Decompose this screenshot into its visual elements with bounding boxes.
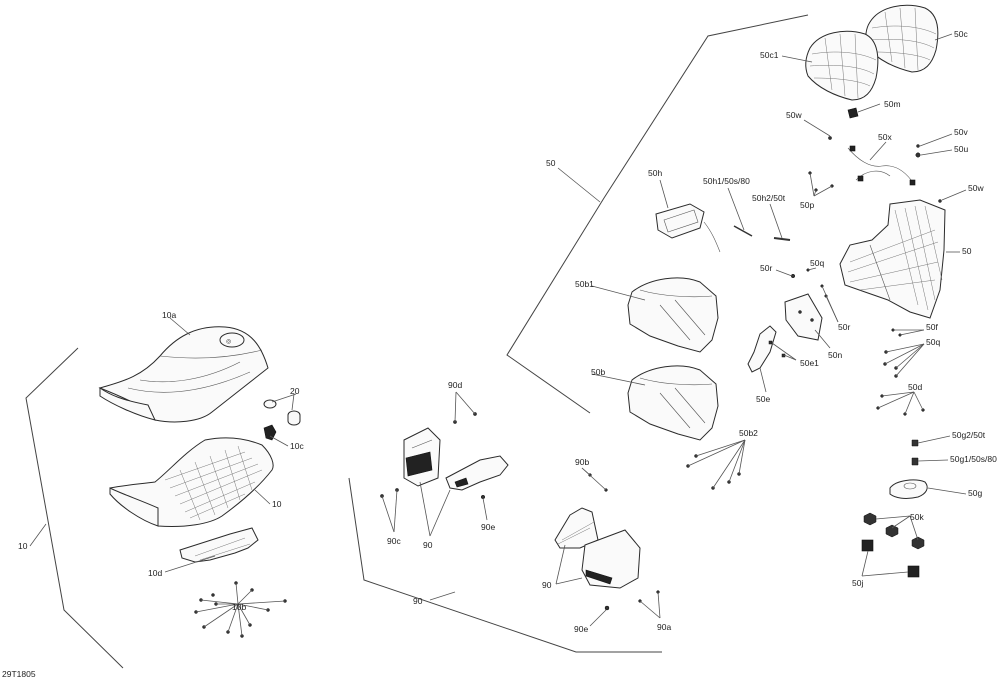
callout-50w-top: 50w	[786, 110, 802, 120]
callout-90c: 90c	[387, 536, 401, 546]
callout-50p: 50p	[800, 200, 814, 210]
hinge-50e	[747, 325, 786, 373]
callout-50q-top: 50q	[810, 258, 824, 268]
latch-10c	[263, 424, 277, 441]
callout-50b1: 50b1	[575, 279, 594, 289]
callout-50g2: 50g2/50t	[952, 430, 986, 440]
callout-50e: 50e	[756, 394, 770, 404]
callout-50m: 50m	[884, 99, 901, 109]
drawing-id: 29T1805	[2, 669, 36, 679]
clip-50m	[847, 107, 859, 119]
handle-90-top	[445, 455, 509, 491]
clips-50j	[861, 539, 920, 578]
cushion-50b1	[627, 277, 719, 353]
callout-50j: 50j	[852, 578, 863, 588]
callout-50n: 50n	[828, 350, 842, 360]
heat-shield-10d	[179, 527, 259, 563]
callout-50r-mid: 50r	[838, 322, 850, 332]
callout-50r-top: 50r	[760, 263, 772, 273]
callout-50e1: 50e1	[800, 358, 819, 368]
callout-20: 20	[290, 386, 300, 396]
callout-10: 10	[272, 499, 282, 509]
seat-frame-50	[839, 199, 946, 319]
callout-90e-bottom: 90e	[574, 624, 588, 634]
callout-50c1: 50c1	[760, 50, 779, 60]
callout-90-top: 90	[423, 540, 433, 550]
callout-50x: 50x	[878, 132, 892, 142]
group-bracket-50	[506, 14, 809, 414]
bolts-50g	[889, 439, 928, 499]
pin-50h2	[773, 237, 791, 241]
callout-50g1: 50g1/50s/80	[950, 454, 997, 464]
seat-cushion-10a: ◎	[98, 326, 269, 423]
callout-90a: 90a	[657, 622, 671, 632]
callout-90b: 90b	[575, 457, 589, 467]
leader-lines	[164, 33, 967, 637]
seat-base-10	[109, 437, 274, 527]
callout-10-group: 10	[18, 541, 28, 551]
callout-50v: 50v	[954, 127, 968, 137]
callout-10c: 10c	[290, 441, 304, 451]
callout-50h1: 50h1/50s/80	[703, 176, 750, 186]
callout-50b2: 50b2	[739, 428, 758, 438]
rod-50h1	[733, 225, 753, 237]
callout-10b: 10b	[232, 602, 246, 612]
callout-50f: 50f	[926, 322, 938, 332]
cushion-50b	[627, 365, 719, 441]
callout-10a: 10a	[162, 310, 176, 320]
callout-90d: 90d	[448, 380, 462, 390]
bumper-20	[263, 399, 301, 426]
callout-90-group: 90	[413, 596, 423, 606]
callout-50w-right: 50w	[968, 183, 984, 193]
callout-50-frame: 50	[962, 246, 972, 256]
group-bracket-90	[348, 477, 662, 653]
callout-10d: 10d	[148, 568, 162, 578]
bracket-50n	[784, 293, 823, 341]
nuts-50k	[863, 512, 925, 550]
callout-50c: 50c	[954, 29, 968, 39]
callout-50d: 50d	[908, 382, 922, 392]
fasteners-50-upper	[808, 136, 942, 203]
handle-50h	[655, 203, 721, 253]
callout-90e-top: 90e	[481, 522, 495, 532]
callout-50b: 50b	[591, 367, 605, 377]
callout-labels: 10a 20 10c 10 10d 10b 10 90d 90c 90 90e …	[2, 29, 997, 679]
callout-50k: 50k	[910, 512, 924, 522]
backrest-50c1	[805, 30, 879, 101]
callout-90-mid: 90	[542, 580, 552, 590]
callout-50h2: 50h2/50t	[752, 193, 786, 203]
callout-50q-right: 50q	[926, 337, 940, 347]
callout-50g: 50g	[968, 488, 982, 498]
console-90-top	[403, 427, 441, 487]
callout-50h: 50h	[648, 168, 662, 178]
callout-50u: 50u	[954, 144, 968, 154]
fasteners-90	[380, 412, 660, 611]
svg-text:◎: ◎	[226, 339, 231, 345]
harness-50x	[847, 145, 916, 186]
callout-50-group: 50	[546, 158, 556, 168]
console-90-bottom	[554, 507, 641, 589]
group-bracket-10	[25, 347, 124, 669]
